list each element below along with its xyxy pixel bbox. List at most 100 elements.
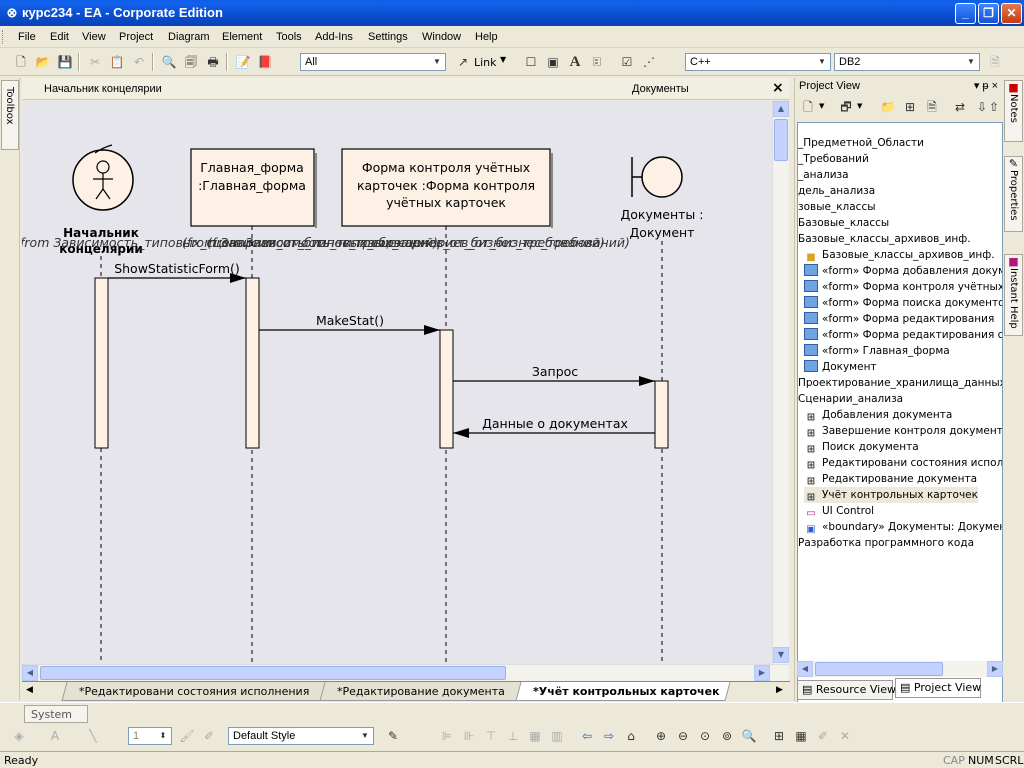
pen-icon[interactable]: ✎ xyxy=(387,729,399,743)
diagram-vertical-scrollbar[interactable]: ▲ ▼ xyxy=(772,101,789,664)
tree-item[interactable]: ⊞Учёт контрольных карточек xyxy=(804,487,978,503)
scroll-right-icon[interactable]: ▶ xyxy=(987,661,1003,677)
tree-item[interactable]: Базовые_классы xyxy=(798,215,889,231)
tab-system[interactable]: System xyxy=(24,705,88,723)
tab-properties[interactable]: ✎ Properties xyxy=(1004,156,1023,232)
tab-project-view[interactable]: ▤ Project View xyxy=(895,678,981,698)
layout-icon[interactable]: ⊞ xyxy=(773,729,785,743)
tree-item[interactable]: _анализа xyxy=(798,167,849,183)
menu-project[interactable]: Project xyxy=(119,31,154,43)
zoom-out-icon[interactable]: ⊖ xyxy=(677,729,689,743)
connector-icon[interactable]: ⋰ xyxy=(643,55,655,69)
tab-resource-view[interactable]: ▤ Resource View xyxy=(797,680,896,700)
new-diagram-icon[interactable]: 🗗 xyxy=(840,100,852,114)
align-bottom-icon[interactable]: ⊥ xyxy=(507,729,519,743)
navigate-back-icon[interactable]: ⇦ xyxy=(581,729,593,743)
maximize-button[interactable]: ❐ xyxy=(978,3,999,24)
message-make-stat[interactable] xyxy=(259,325,440,335)
text-font-icon[interactable]: A xyxy=(569,54,581,70)
tree-item[interactable]: Проектирование_хранилища_данных xyxy=(798,375,1002,391)
tree-item[interactable]: _Требований xyxy=(798,151,869,167)
undo-icon[interactable]: ↶ xyxy=(133,55,145,69)
close-diagram-icon[interactable]: × xyxy=(772,80,784,96)
scroll-left-icon[interactable]: ◀ xyxy=(22,665,38,681)
tree-item[interactable]: ▭UI Control xyxy=(804,503,874,519)
horizontal-scroll-thumb[interactable] xyxy=(815,662,943,676)
boundary-icon[interactable] xyxy=(631,156,683,198)
actor-icon[interactable] xyxy=(72,144,134,211)
zoom-icon[interactable]: 🔍 xyxy=(741,729,757,743)
menu-element[interactable]: Element xyxy=(222,31,263,43)
down-icon[interactable]: ⇩ xyxy=(976,100,988,114)
scroll-up-icon[interactable]: ▲ xyxy=(773,101,789,117)
main-form-box[interactable] xyxy=(190,148,315,227)
align-top-icon[interactable]: ⊤ xyxy=(485,729,497,743)
line-color-icon[interactable]: ╲ xyxy=(89,729,97,743)
filter-combo[interactable]: All ▼ xyxy=(300,53,446,71)
line-width-combo[interactable]: 1 ⬍ xyxy=(128,727,172,745)
check-icon[interactable]: ☑ xyxy=(621,55,633,69)
menu-help[interactable]: Help xyxy=(475,31,498,43)
link-label[interactable]: Link xyxy=(474,56,497,69)
message-request[interactable] xyxy=(453,376,655,386)
brush-icon[interactable]: ✐ xyxy=(817,729,829,743)
tree-item[interactable]: ⊞Редактирование документа xyxy=(804,471,977,487)
fill-color-icon[interactable]: ◈ xyxy=(14,729,24,743)
font-color-icon[interactable]: A xyxy=(50,729,60,743)
message-documents-data[interactable] xyxy=(453,428,655,438)
tree-item[interactable]: «form» Форма поиска документов xyxy=(804,295,1002,311)
chevron-down-icon[interactable]: ▼ xyxy=(819,102,825,110)
control-form-box[interactable] xyxy=(341,148,551,227)
menu-view[interactable]: View xyxy=(82,31,106,43)
tree-item[interactable]: «form» Форма добавления документа xyxy=(804,263,1002,279)
tree-item[interactable]: «form» Форма редактирования xyxy=(804,311,994,327)
menu-tools[interactable]: Tools xyxy=(276,31,302,43)
tree-item[interactable]: Документ xyxy=(804,359,877,375)
main-form-activation[interactable] xyxy=(245,277,260,449)
document-icon[interactable]: 🗎 xyxy=(927,100,937,114)
tree-item[interactable]: дель_анализа xyxy=(798,183,875,199)
notes-icon[interactable]: 📝 xyxy=(235,55,251,69)
navigate-forward-icon[interactable]: ⇨ xyxy=(603,729,615,743)
menu-file[interactable]: File xyxy=(18,31,36,43)
toolbox-tab[interactable]: Toolbox xyxy=(1,80,19,150)
new-icon[interactable]: 🗋 xyxy=(16,55,26,69)
tree-item[interactable]: Базовые_классы_архивов_инф. xyxy=(798,231,971,247)
tree-item[interactable]: ⊞Добавления документа xyxy=(804,407,952,423)
chevron-down-icon[interactable]: ▼ xyxy=(500,55,507,64)
code-icon[interactable]: 🗎 xyxy=(990,55,1000,69)
tree-item[interactable]: «form» Форма контроля учётных карточек xyxy=(804,279,1002,295)
paint-icon[interactable]: 🖌 xyxy=(179,729,195,743)
chevron-down-icon[interactable]: ▼ xyxy=(857,102,863,110)
tree-item[interactable]: _Предметной_Области xyxy=(798,135,924,151)
tree-item[interactable]: «form» Главная_форма xyxy=(804,343,950,359)
menu-grip[interactable] xyxy=(2,30,5,44)
tree-item[interactable]: ⊞Завершение контроля документа xyxy=(804,423,1002,439)
zoom-fit-icon[interactable]: ⊙ xyxy=(699,729,711,743)
tree-item[interactable]: Сценарии_анализа xyxy=(798,391,903,407)
move-icon[interactable]: ⇄ xyxy=(954,100,966,114)
up-icon[interactable]: ⇧ xyxy=(988,100,1000,114)
tree-item[interactable]: ⊞Поиск документа xyxy=(804,439,919,455)
hierarchy-icon[interactable]: ⊞ xyxy=(904,100,916,114)
print-preview-icon[interactable]: 🗐 xyxy=(185,55,197,69)
tab-edit-state[interactable]: *Редактировани состояния исполнения xyxy=(61,682,329,701)
scroll-left-icon[interactable]: ◀ xyxy=(797,661,813,677)
menu-settings[interactable]: Settings xyxy=(368,31,408,43)
paste-icon[interactable]: 📋 xyxy=(109,55,125,69)
tab-instant-help[interactable]: ■ Instant Help xyxy=(1004,254,1023,336)
tab-card-accounting[interactable]: *Учёт контрольных карточек xyxy=(515,682,731,701)
same-width-icon[interactable]: ▥ xyxy=(551,729,563,743)
delete-icon[interactable]: ✕ xyxy=(839,729,851,743)
diagram-canvas[interactable]: Начальник концелярии Главная_форма :Глав… xyxy=(22,101,772,664)
menu-edit[interactable]: Edit xyxy=(50,31,69,43)
home-icon[interactable]: ⌂ xyxy=(627,729,635,743)
print-icon[interactable]: 🖶 xyxy=(207,55,219,69)
message-show-statistic[interactable] xyxy=(108,273,246,283)
link-arrow-icon[interactable]: ↗ xyxy=(457,55,469,69)
menu-add-ins[interactable]: Add-Ins xyxy=(315,31,353,43)
tree-item[interactable]: ▣«boundary» Документы: Документ xyxy=(804,519,1002,535)
cut-icon[interactable]: ✂ xyxy=(89,55,101,69)
tree-item[interactable]: зовые_классы xyxy=(798,199,876,215)
